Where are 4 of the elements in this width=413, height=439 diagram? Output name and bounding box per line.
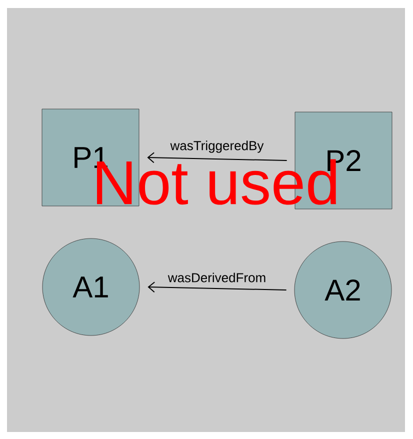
- edge-label: wasDerivedFrom: [168, 272, 266, 282]
- arrow: [147, 152, 288, 164]
- arrow: [148, 282, 287, 293]
- edge-label: wasTriggeredBy: [170, 140, 264, 153]
